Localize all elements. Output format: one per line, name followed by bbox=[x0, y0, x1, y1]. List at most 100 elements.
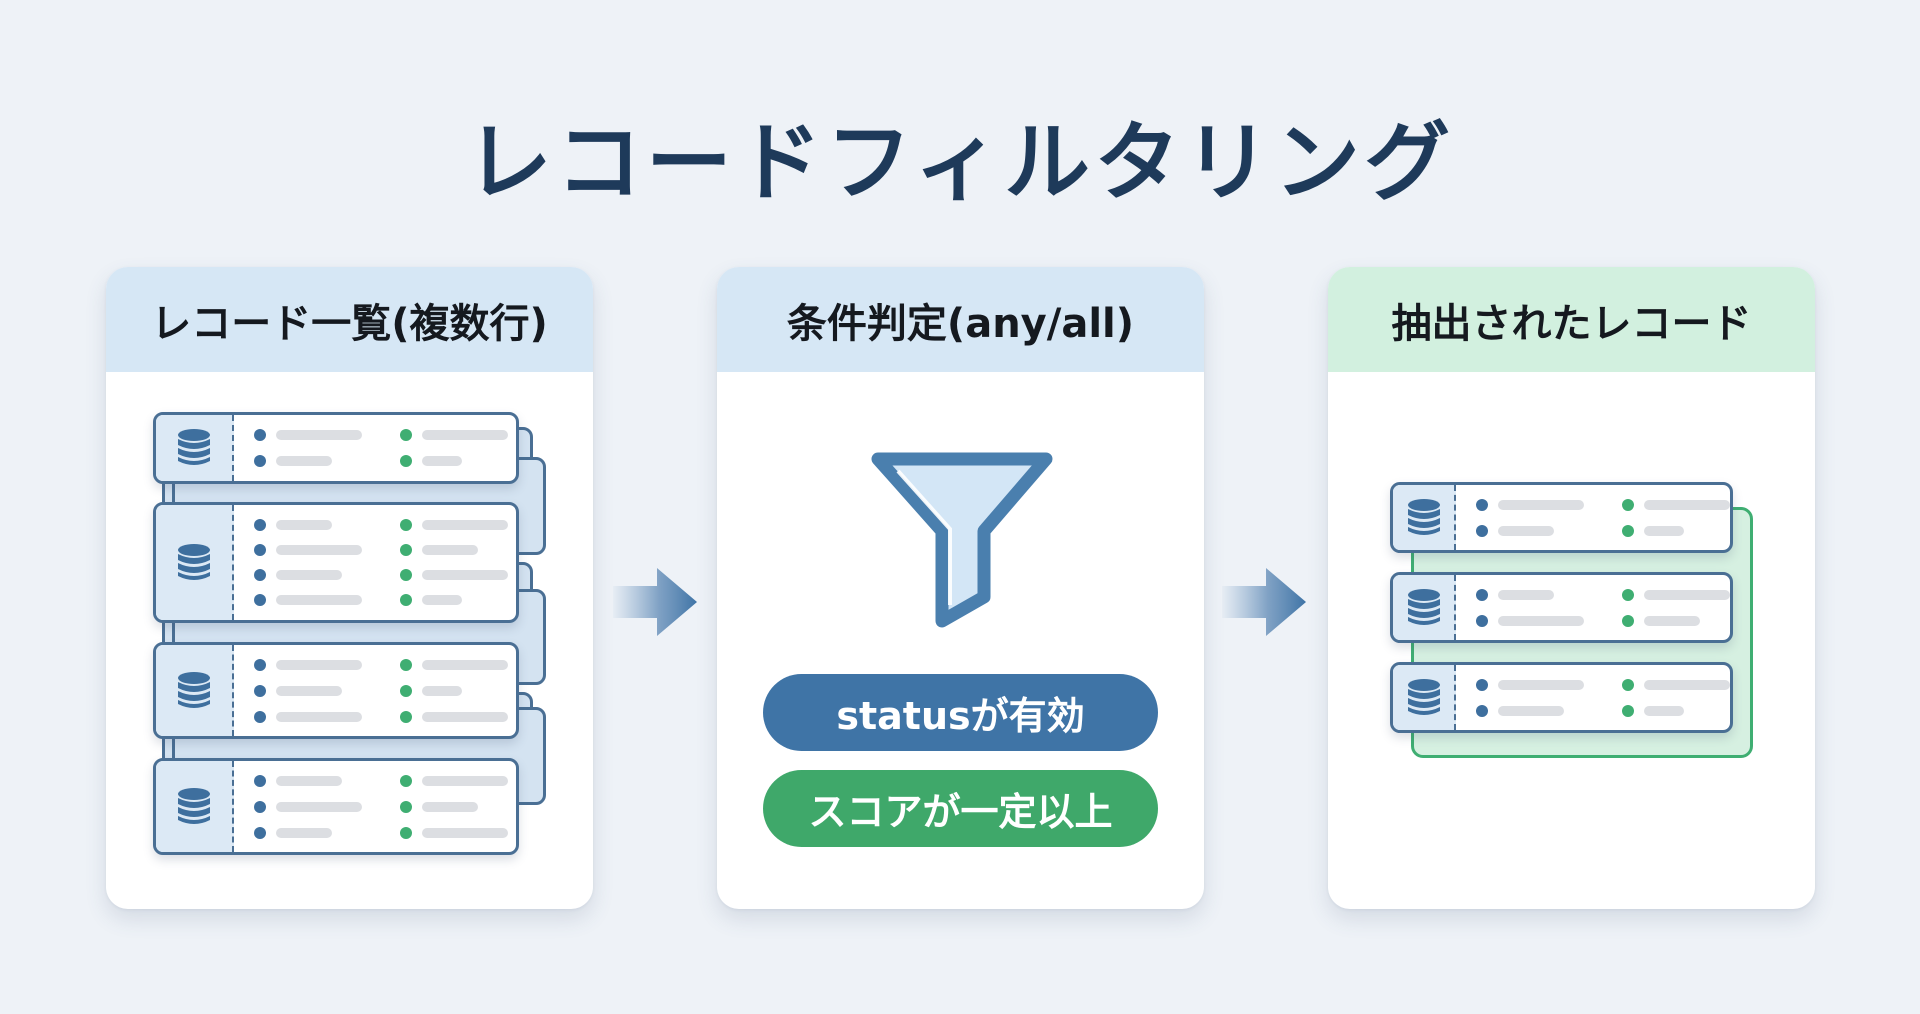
panel-header: 条件判定(any/all) bbox=[717, 267, 1204, 372]
record-field-row bbox=[254, 826, 516, 839]
value-dot bbox=[1622, 498, 1634, 511]
key-dot bbox=[1476, 588, 1488, 601]
panel-condition: 条件判定(any/all) statusが有効 スコアが一定以上 bbox=[717, 267, 1204, 909]
panel-extracted-records: 抽出されたレコード bbox=[1328, 267, 1815, 909]
key-dot bbox=[254, 455, 266, 467]
placeholder-bar bbox=[1498, 679, 1584, 690]
placeholder-bar bbox=[276, 801, 362, 812]
placeholder-bar bbox=[1498, 499, 1584, 510]
record-field-row bbox=[1476, 678, 1730, 691]
placeholder-bar bbox=[422, 801, 478, 812]
panel-header: レコード一覧(複数行) bbox=[106, 267, 593, 372]
placeholder-bar bbox=[422, 456, 462, 466]
record-field-row bbox=[254, 594, 516, 606]
database-icon bbox=[156, 761, 234, 852]
value-dot bbox=[400, 544, 412, 556]
key-dot bbox=[254, 569, 266, 581]
key-dot bbox=[1476, 524, 1488, 537]
placeholder-bar bbox=[422, 659, 508, 670]
record-card bbox=[153, 502, 519, 623]
record-field-row bbox=[254, 519, 516, 531]
record-field-row bbox=[254, 658, 516, 671]
key-dot bbox=[1476, 614, 1488, 627]
placeholder-bar bbox=[422, 430, 508, 440]
record-field-row bbox=[1476, 524, 1730, 537]
value-dot bbox=[400, 594, 412, 606]
value-dot bbox=[1622, 588, 1634, 601]
record-card bbox=[1390, 572, 1733, 643]
value-dot bbox=[400, 774, 412, 787]
record-field-row bbox=[1476, 704, 1730, 717]
placeholder-bar bbox=[422, 595, 462, 605]
key-dot bbox=[254, 774, 266, 787]
value-dot bbox=[400, 684, 412, 697]
record-card bbox=[1390, 482, 1733, 553]
placeholder-bar bbox=[422, 827, 508, 838]
value-dot bbox=[400, 429, 412, 441]
placeholder-bar bbox=[422, 570, 508, 580]
database-icon bbox=[1393, 575, 1456, 640]
value-dot bbox=[1622, 678, 1634, 691]
placeholder-bar bbox=[1498, 705, 1564, 716]
value-dot bbox=[400, 710, 412, 723]
key-dot bbox=[1476, 498, 1488, 511]
placeholder-bar bbox=[422, 685, 462, 696]
record-field-row bbox=[1476, 614, 1730, 627]
placeholder-bar bbox=[276, 685, 342, 696]
record-field-row bbox=[254, 774, 516, 787]
value-dot bbox=[400, 569, 412, 581]
record-field-row bbox=[1476, 588, 1730, 601]
record-field-row bbox=[254, 684, 516, 697]
placeholder-bar bbox=[276, 827, 332, 838]
placeholder-bar bbox=[1644, 615, 1700, 626]
key-dot bbox=[254, 544, 266, 556]
value-dot bbox=[400, 519, 412, 531]
database-icon bbox=[1393, 665, 1456, 730]
record-field-row bbox=[1476, 498, 1730, 511]
record-card bbox=[153, 758, 519, 855]
placeholder-bar bbox=[276, 430, 362, 440]
funnel-icon bbox=[871, 452, 1053, 628]
placeholder-bar bbox=[1498, 589, 1554, 600]
key-dot bbox=[254, 519, 266, 531]
value-dot bbox=[1622, 524, 1634, 537]
database-icon bbox=[1393, 485, 1456, 550]
key-dot bbox=[254, 594, 266, 606]
placeholder-bar bbox=[1644, 679, 1730, 690]
key-dot bbox=[254, 658, 266, 671]
placeholder-bar bbox=[276, 711, 362, 722]
key-dot bbox=[1476, 704, 1488, 717]
value-dot bbox=[400, 826, 412, 839]
placeholder-bar bbox=[422, 775, 508, 786]
placeholder-bar bbox=[1498, 525, 1554, 536]
record-card bbox=[153, 642, 519, 739]
condition-pill-score: スコアが一定以上 bbox=[763, 770, 1158, 847]
placeholder-bar bbox=[422, 545, 478, 555]
key-dot bbox=[254, 684, 266, 697]
value-dot bbox=[400, 800, 412, 813]
database-icon bbox=[156, 415, 234, 481]
key-dot bbox=[254, 826, 266, 839]
panel-header: 抽出されたレコード bbox=[1328, 267, 1815, 372]
placeholder-bar bbox=[276, 520, 332, 530]
record-field-row bbox=[254, 800, 516, 813]
value-dot bbox=[400, 658, 412, 671]
page-title: レコードフィルタリング bbox=[465, 113, 1455, 213]
key-dot bbox=[1476, 678, 1488, 691]
placeholder-bar bbox=[1498, 615, 1584, 626]
record-field-row bbox=[254, 569, 516, 581]
arrow-right-icon bbox=[613, 568, 697, 636]
placeholder-bar bbox=[1644, 705, 1684, 716]
placeholder-bar bbox=[276, 456, 332, 466]
database-icon bbox=[156, 645, 234, 736]
database-icon bbox=[156, 505, 234, 620]
key-dot bbox=[254, 429, 266, 441]
key-dot bbox=[254, 800, 266, 813]
placeholder-bar bbox=[1644, 525, 1684, 536]
condition-pill-status: statusが有効 bbox=[763, 674, 1158, 751]
placeholder-bar bbox=[276, 570, 342, 580]
panel-record-list: レコード一覧(複数行) bbox=[106, 267, 593, 909]
value-dot bbox=[400, 455, 412, 467]
record-card bbox=[153, 412, 519, 484]
arrow-right-icon bbox=[1222, 568, 1306, 636]
